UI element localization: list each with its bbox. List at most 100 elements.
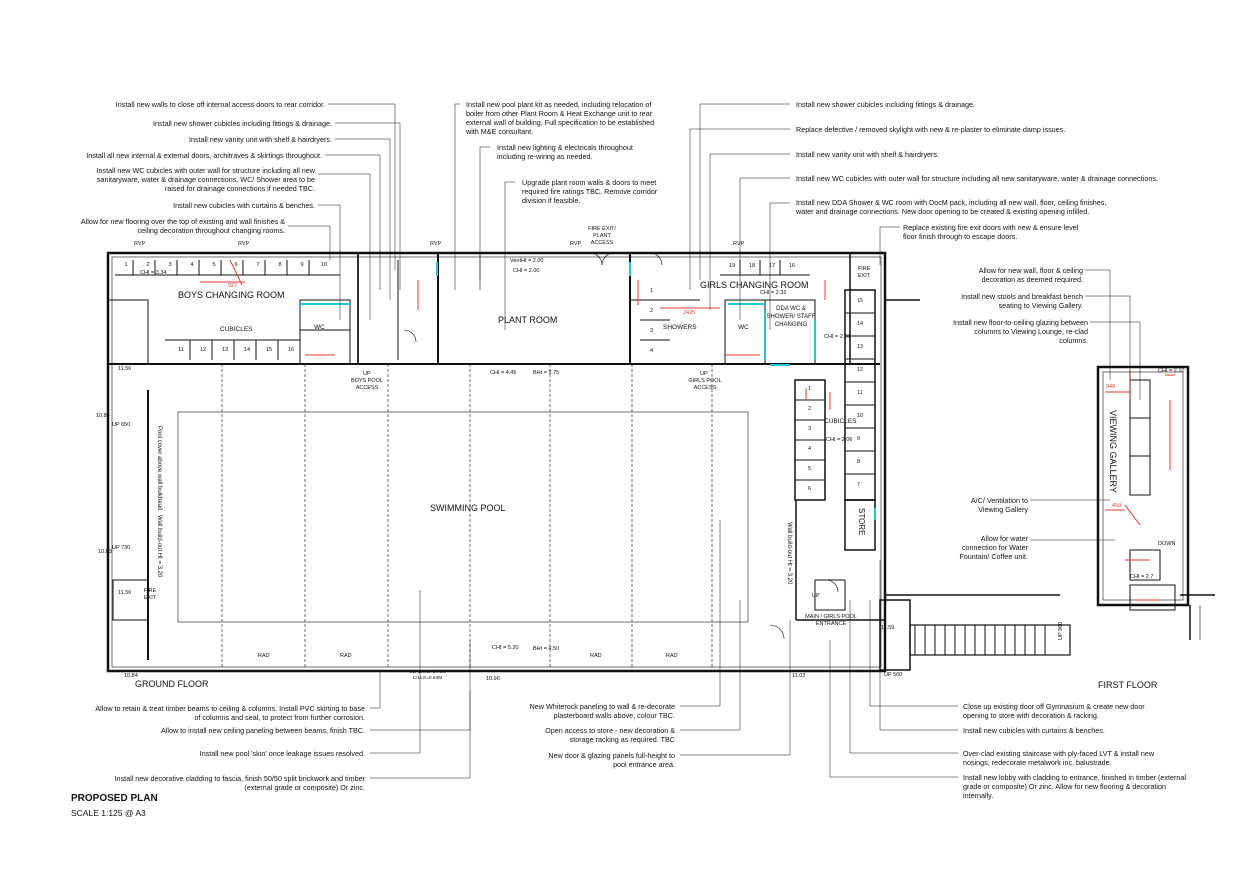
- rad-2: RAD: [340, 653, 352, 659]
- rvp-5: RVP: [733, 241, 745, 247]
- cubicle-number: 4: [808, 446, 812, 452]
- shower-number: 4: [650, 348, 654, 354]
- note-center-1: Install new pool plant kit as needed, in…: [466, 100, 655, 136]
- cubicle-number: 1: [808, 386, 812, 392]
- note-br-2: Install new cubicles with curtains & ben…: [963, 726, 1105, 735]
- level-8: 11.56: [118, 590, 132, 596]
- cubicle-number: 9: [857, 436, 861, 442]
- note-br-4: Install new lobby with cladding to entra…: [963, 773, 1186, 800]
- cubicle-number: 5: [808, 466, 812, 472]
- first-floor-title: FIRST FLOOR: [1098, 680, 1158, 690]
- room-cubicles-2: CUBICLES: [824, 418, 857, 425]
- cubicle-number: 7: [256, 262, 260, 268]
- level-7: 11.56: [118, 366, 132, 372]
- cubicle-number: 13: [221, 347, 229, 353]
- note-ff-5: Allow for water connection for Water Fou…: [959, 534, 1028, 561]
- dim-chi-boys: CHI = 3.34: [140, 270, 167, 276]
- note-ff-3: Install new floor-to-ceiling glazing bet…: [952, 318, 1088, 345]
- cubicle-number: 15: [265, 347, 273, 353]
- level-4: 10.96: [486, 676, 500, 682]
- note-bl-2: Allow to install new ceiling paneling be…: [160, 726, 365, 735]
- note-right-2: Replace defective / removed skylight wit…: [796, 125, 1066, 134]
- cubicle-number: 8: [278, 262, 282, 268]
- cubicle-number: 5: [212, 262, 216, 268]
- boys-pool-access: BOYS POOL ACCESS: [350, 378, 384, 391]
- cubicle-number: 17: [768, 263, 776, 269]
- dim-chi-plant: CHI = 2.00: [513, 268, 540, 274]
- boys-cubicle-numbers-top: 1 2 3 4 5 6 7 8 9 10: [115, 262, 335, 268]
- glazing-note: GLAZING=1.73M CILLS=0.53M: [408, 670, 447, 681]
- note-left-1: Install new walls to close off internal …: [115, 100, 325, 109]
- dim-450: 450: [1112, 503, 1122, 509]
- note-bl-4: Install new decorative cladding to fasci…: [114, 774, 366, 792]
- note-ff-2: Install new stools and breakfast bench s…: [961, 292, 1083, 310]
- rad-1: RAD: [258, 653, 270, 659]
- cubicle-number: 12: [857, 367, 864, 373]
- note-left-2: Install new shower cubicles including fi…: [153, 119, 332, 128]
- shower-numbers: 1 2 3 4: [650, 288, 653, 368]
- level-2: 10.83: [98, 549, 112, 555]
- dim-chi-ff: CHI = 2.10: [1158, 368, 1185, 374]
- note-center-2: Install new lighting & electricals throu…: [497, 143, 633, 161]
- rvp-2: RVP: [238, 241, 250, 247]
- cubicle-number: 18: [748, 263, 756, 269]
- first-floor-outline: [1096, 365, 1190, 607]
- note-br-1: Close up existing door off Gymnasium & c…: [963, 702, 1145, 720]
- cubicle-number: 11: [857, 390, 863, 396]
- cubicle-number: 4: [190, 262, 194, 268]
- pool-tank: [177, 411, 749, 623]
- note-right-6: Replace existing fire exit doors with ne…: [903, 223, 1079, 241]
- note-br-3: Over-clad existing staircase with ply-fa…: [963, 749, 1155, 767]
- cubicle-number: 1: [124, 262, 128, 268]
- cubicle-number: 14: [857, 321, 864, 327]
- cubicle-number: 16: [287, 347, 295, 353]
- note-left-7: Allow for new flooring over the top of e…: [80, 217, 285, 235]
- note-bm-1: New Whiterock paneling to wall & re-deco…: [529, 702, 675, 720]
- note-right-4: Install new WC cubicles with outer wall …: [796, 174, 1158, 183]
- girls-pool-access: GIRLS POOL ACCESS: [688, 378, 722, 391]
- dim-up-3: UP: [812, 593, 820, 599]
- ground-floor-title: GROUND FLOOR: [135, 679, 209, 689]
- room-showers: SHOWERS: [663, 324, 697, 331]
- note-right-1: Install new shower cubicles including fi…: [796, 100, 975, 109]
- dim-chi-ff-2: CHI = 2.7: [1130, 574, 1154, 580]
- cubicle-number: 3: [808, 426, 812, 432]
- room-cubicles: CUBICLES: [220, 326, 253, 333]
- room-dda: DDA WC & SHOWER/ STAFF CHANGING: [766, 306, 816, 328]
- cubicle-number: 12: [199, 347, 207, 353]
- dim-chi-pool-2: CHI = 5.20: [492, 645, 519, 651]
- cubicle-number: 9: [300, 262, 304, 268]
- cubicle-number: 2: [808, 406, 812, 412]
- note-left-4: Install all new internal & external door…: [86, 151, 322, 160]
- cubicle-number: 8: [857, 459, 861, 465]
- right-cubicle-numbers: 15 14 13 12 11 10 9 8 7: [857, 298, 863, 505]
- dim-up-2: UP: [700, 371, 708, 377]
- room-wc-girls: WC: [738, 324, 749, 331]
- main-entrance: MAIN / GIRLS POOL ENTRANCE: [805, 614, 857, 627]
- cubicle-number: 6: [808, 486, 812, 492]
- level-6: 11.59: [881, 625, 895, 631]
- dim-2425: 2425: [683, 310, 696, 316]
- cubicle-number: 6: [234, 262, 238, 268]
- room-girls-changing: GIRLS CHANGING ROOM: [700, 280, 809, 290]
- fire-exit-left: FIRE EXIT: [143, 588, 157, 601]
- rvp-4: RVP: [570, 241, 582, 247]
- room-wc-boys: WC: [314, 324, 325, 331]
- note-bl-1: Allow to retain & treat timber beams to …: [95, 704, 365, 722]
- dim-bhi-pool: BHt = 3.75: [533, 370, 560, 376]
- note-bm-2: Open access to store - new decoration & …: [545, 726, 675, 744]
- room-viewing-gallery: VIEWING GALLERY: [1108, 410, 1118, 493]
- note-left-6: Install new cubicles with curtains & ben…: [173, 201, 315, 210]
- cubicle-number: 2: [146, 262, 150, 268]
- wall-buildout-note-2: Wall build-out Ht = 3.20: [786, 522, 792, 585]
- fire-exit-right: FIRE EXIT: [857, 266, 871, 279]
- cubicle-number: 15: [857, 298, 864, 304]
- dim-venthi: VentHt = 2.00: [510, 258, 544, 264]
- rvp-1: RVP: [134, 241, 146, 247]
- dim-927: 927: [228, 283, 238, 289]
- cubicle-number: 3: [168, 262, 172, 268]
- room-plant: PLANT ROOM: [498, 315, 558, 325]
- scale-label: SCALE 1:125 @ A3: [71, 808, 146, 818]
- dim-up-1: UP: [363, 371, 371, 377]
